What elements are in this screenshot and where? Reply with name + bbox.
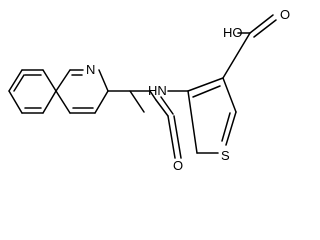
molecule-svg: HO O HN N S O (8, 7, 290, 173)
atom-label-s-ring: S (221, 148, 230, 163)
molecule-structure-diagram: HO O HN N S O (8, 7, 290, 173)
atom-label-n-ring: N (86, 62, 95, 77)
atom-label-ho: HO (223, 25, 243, 40)
thiophene-ring (187, 77, 237, 154)
atom-label-o-acid: O (280, 7, 290, 22)
atom-label-nh: HN (148, 83, 167, 98)
quinoline-benzo-ring (8, 69, 57, 114)
atom-label-o-amide: O (173, 158, 183, 173)
quinoline-pyridine-ring (55, 69, 109, 114)
amide-linker (107, 90, 189, 159)
carboxylic-acid-group (222, 14, 277, 79)
